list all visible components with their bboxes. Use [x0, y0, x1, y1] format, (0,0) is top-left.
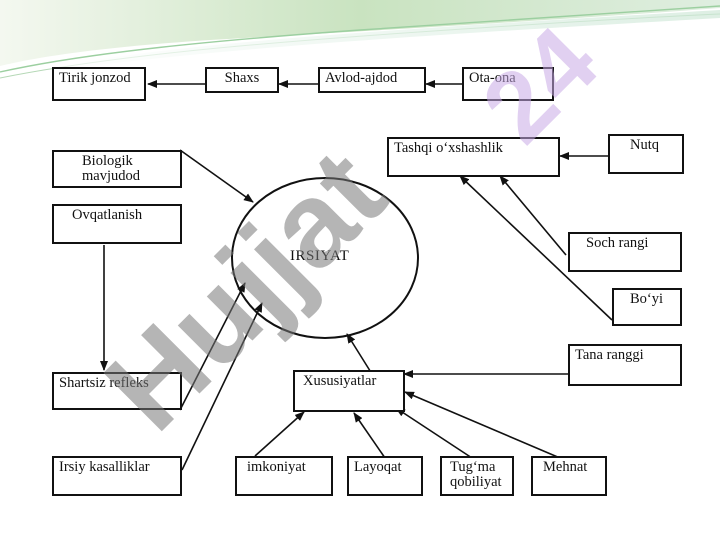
box-tirik-jonzod: Tirik jonzod	[52, 67, 146, 101]
box-tugma-qobiliyat: Tug‘ma qobiliyat	[440, 456, 514, 496]
box-ota-ona: Ota-ona	[462, 67, 554, 101]
box-irsiy-kasalliklar: Irsiy kasalliklar	[52, 456, 182, 496]
box-ovqatlanish: Ovqatlanish	[52, 204, 182, 244]
arrow-biologik-to-irsiyat	[179, 149, 254, 203]
arrow-shartsiz-to-irsiyat	[179, 282, 246, 411]
box-mehnat: Mehnat	[531, 456, 607, 496]
box-avlod-ajdod: Avlod-ajdod	[318, 67, 426, 93]
box-soch-rangi: Soch rangi	[568, 232, 682, 272]
box-xususiyatlar: Xususiyatlar	[293, 370, 405, 412]
box-tashqi-oxshashlik: Tashqi o‘xshashlik	[387, 137, 560, 177]
box-shaxs: Shaxs	[205, 67, 279, 93]
irsiyat-label: IRSIYAT	[290, 248, 350, 264]
box-boyi: Bo‘yi	[612, 288, 682, 326]
box-biologik-mavjudod: Biologik mavjudod	[52, 150, 182, 188]
box-layoqat: Layoqat	[347, 456, 423, 496]
box-tana-ranggi: Tana ranggi	[568, 344, 682, 386]
arrow-boyi-to-tashqi	[459, 175, 613, 321]
arrow-imkoniyat-to-xususiyatlar	[254, 411, 305, 457]
header-decoration	[0, 0, 720, 79]
box-nutq: Nutq	[608, 134, 684, 174]
arrow-soch-to-tashqi	[499, 175, 567, 256]
arrow-xususiyatlar-to-irsiyat	[346, 333, 373, 375]
arrow-irsiy-to-irsiyat	[181, 302, 263, 471]
box-shartsiz-refleks: Shartsiz refleks	[52, 372, 182, 410]
arrow-layoqat-to-xususiyatlar	[353, 412, 386, 459]
box-imkoniyat: imkoniyat	[235, 456, 333, 496]
arrow-mehnat-to-xususiyatlar	[404, 391, 561, 459]
arrow-tugma-to-xususiyatlar	[395, 407, 473, 459]
irsiyat-circle	[231, 177, 419, 339]
